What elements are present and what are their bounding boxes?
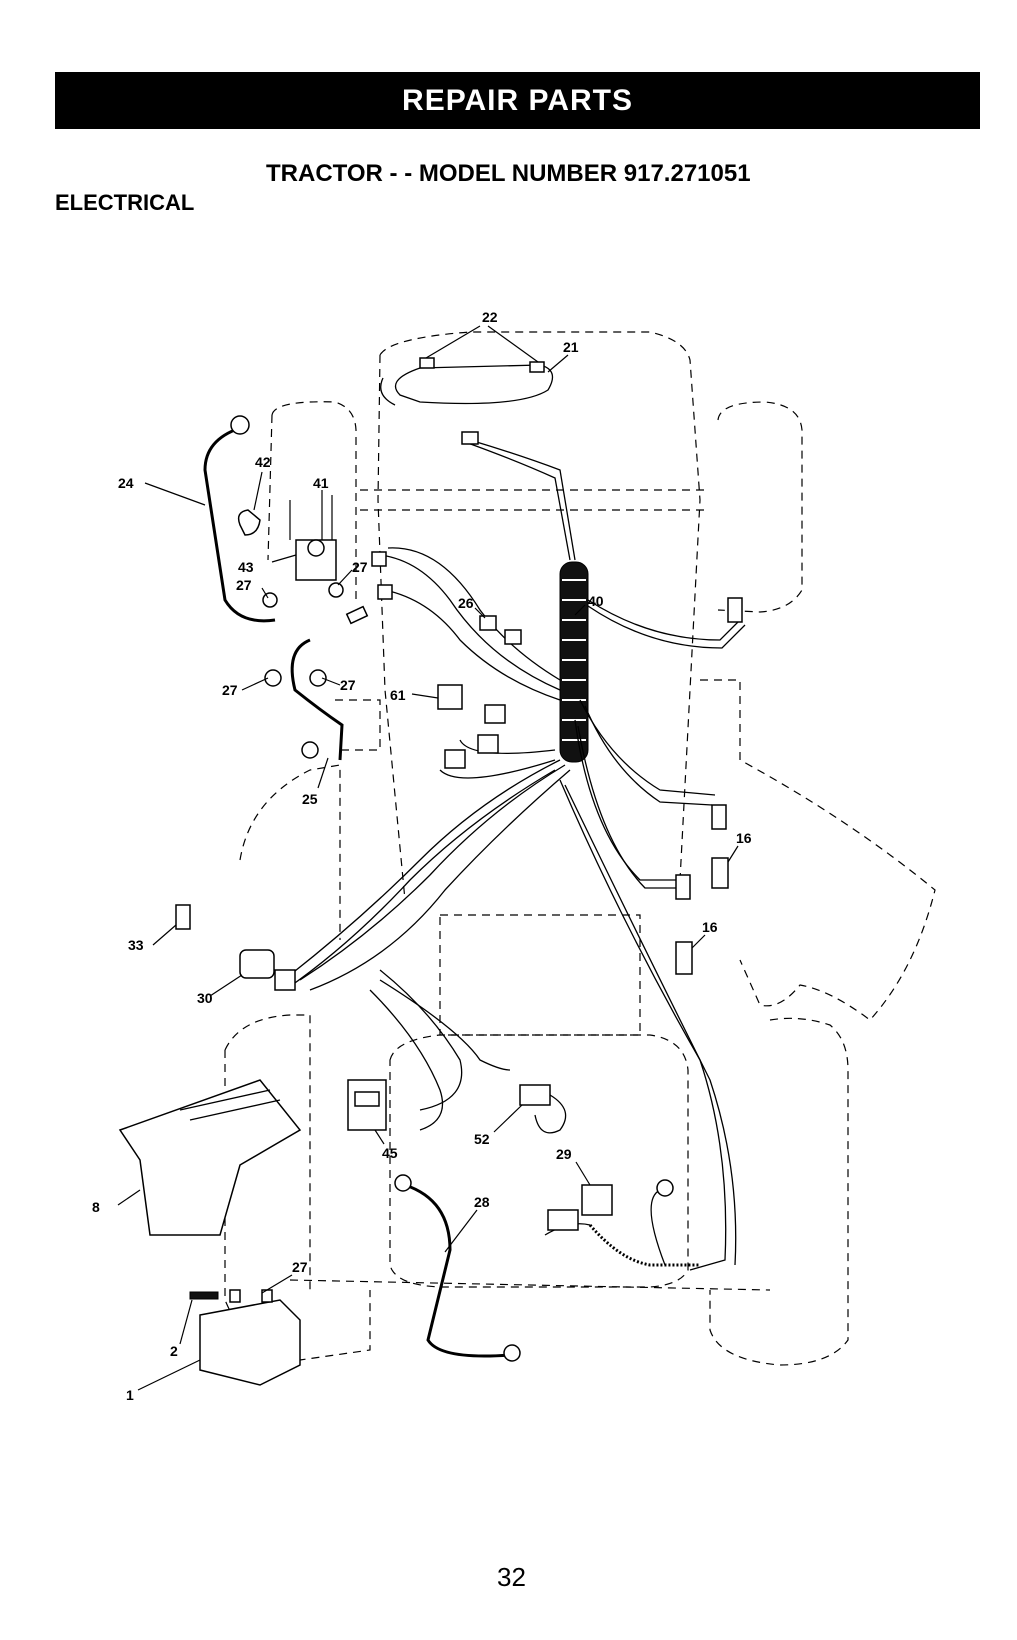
callout-52: 52: [474, 1131, 490, 1147]
switch-33: [176, 905, 190, 929]
callout-21: 21: [563, 339, 579, 355]
harness-loom: [560, 562, 588, 762]
page-number: 32: [497, 1562, 526, 1593]
boot-42: [239, 510, 260, 535]
callout-16-a: 16: [736, 830, 752, 846]
callout-27-a: 27: [236, 577, 252, 593]
switch-16-b: [676, 942, 692, 974]
callout-27-d: 27: [340, 677, 356, 693]
callout-1: 1: [126, 1387, 134, 1403]
callout-28: 28: [474, 1194, 490, 1210]
callout-33: 33: [128, 937, 144, 953]
callout-30: 30: [197, 990, 213, 1006]
nut-27-a: [263, 593, 277, 607]
left-fender-outline: [240, 765, 340, 940]
callout-labels: 22 21 24 42 41 43 27 27 27 27 26 40 61 2…: [92, 309, 752, 1403]
callout-40: 40: [588, 593, 604, 609]
coiled-lead: [590, 1225, 700, 1265]
connector-26: [480, 616, 496, 630]
callout-16-b: 16: [702, 919, 718, 935]
right-connector: [728, 598, 742, 622]
frame-outlines: [225, 332, 935, 1365]
relay-61: [438, 685, 462, 709]
headlight-harness: [381, 358, 553, 405]
callout-27-b: 27: [352, 559, 368, 575]
callout-24: 24: [118, 475, 134, 491]
seat-base-outline: [440, 915, 640, 1035]
front-axle-outline: [360, 490, 710, 510]
headlight-socket-right: [530, 362, 544, 372]
callout-29: 29: [556, 1146, 572, 1162]
battery-1: [200, 1300, 300, 1385]
callout-2: 2: [170, 1343, 178, 1359]
callout-42: 42: [255, 454, 271, 470]
ring-terminal-24: [231, 416, 249, 434]
rear-deck-outline: [390, 1035, 688, 1287]
ignition-switch-30: [240, 950, 274, 978]
callout-25: 25: [302, 791, 318, 807]
callout-8: 8: [92, 1199, 100, 1215]
front-hood-outline: [380, 332, 700, 880]
right-rear-wheel-outline: [710, 1018, 848, 1365]
callout-43: 43: [238, 559, 254, 575]
switch-29: [582, 1185, 612, 1215]
callout-26: 26: [458, 595, 474, 611]
plug-52: [520, 1085, 550, 1105]
callout-61: 61: [390, 687, 406, 703]
rear-axle-outline: [290, 1280, 770, 1290]
nut-27-b: [329, 583, 343, 597]
parts: [120, 416, 728, 1385]
ring-terminal-25: [302, 742, 318, 758]
callout-45: 45: [382, 1145, 398, 1161]
headlight-socket-left: [420, 358, 434, 368]
callout-41: 41: [313, 475, 329, 491]
switch-16-a: [712, 858, 728, 888]
connector-16-a: [712, 805, 726, 829]
bolt-2: [190, 1292, 218, 1299]
callout-27-e: 27: [292, 1259, 308, 1275]
right-front-wheel-outline: [718, 402, 802, 612]
cable-28: [405, 1185, 510, 1356]
callout-27-c: 27: [222, 682, 238, 698]
left-wheel-side: [268, 415, 272, 560]
main-harness: [285, 432, 745, 1270]
cable-25: [292, 640, 342, 760]
left-frame-outline: [378, 355, 405, 900]
callout-22: 22: [482, 309, 498, 325]
front-connector: [462, 432, 478, 444]
